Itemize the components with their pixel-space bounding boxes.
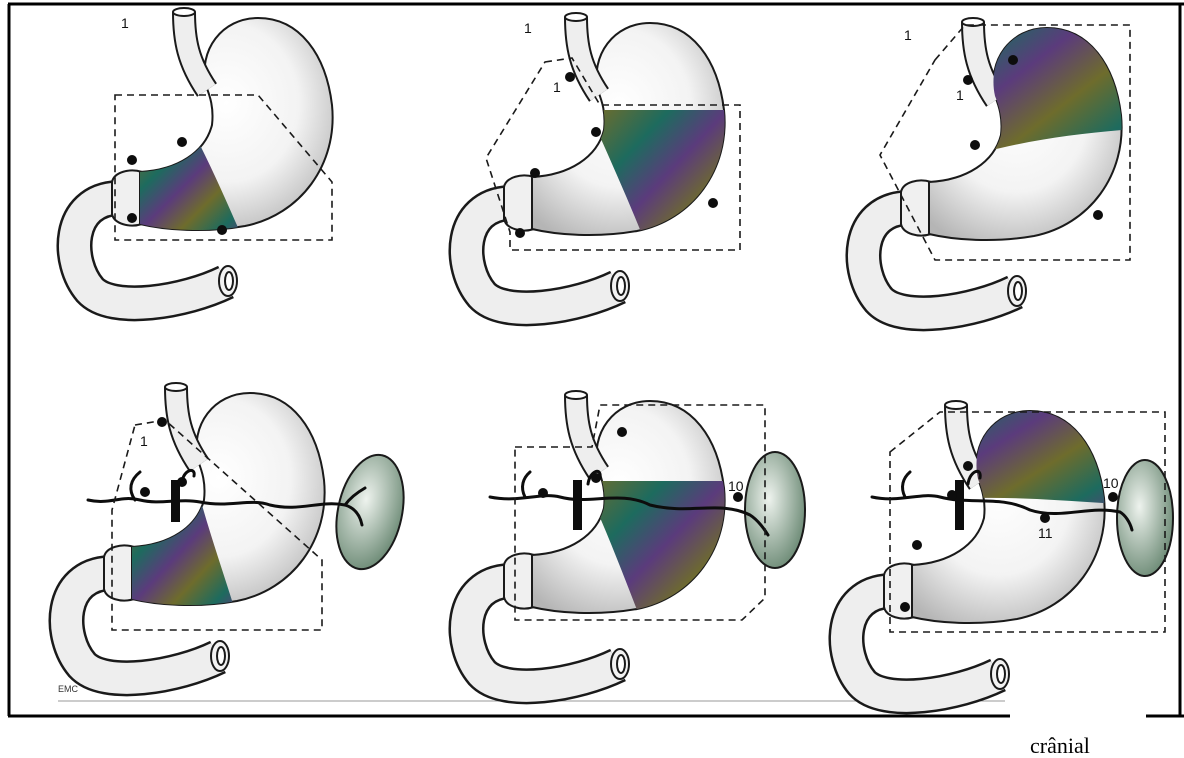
panel-2-organs [467, 13, 742, 308]
lymph-node-dot [127, 155, 137, 165]
lymph-node-dot [538, 488, 548, 498]
lymph-node-dot [127, 213, 137, 223]
panel-3-organs [864, 0, 1149, 313]
lymph-node-dot [140, 487, 150, 497]
lymph-node-dot [900, 602, 910, 612]
lymph-node-dot [515, 228, 525, 238]
celiac-trunk [955, 480, 964, 530]
lymph-node-dot [177, 137, 187, 147]
lymph-node-dot [1108, 492, 1118, 502]
panel-6: 10 11 [847, 373, 1173, 696]
node-station-label: 10 [1103, 475, 1119, 491]
vessel-branch [903, 472, 910, 497]
panel-4: 1 EMC [58, 383, 413, 694]
panel-1-organs [75, 8, 333, 303]
node-station-label: 1 [956, 87, 964, 103]
lymph-node-dot [947, 490, 957, 500]
lymph-node-dot [963, 75, 973, 85]
node-station-label: 1 [524, 20, 532, 36]
panel-5-organs [467, 391, 742, 686]
lymph-node-dot [617, 427, 627, 437]
celiac-trunk [171, 480, 180, 522]
celiac-trunk [573, 480, 582, 530]
lymph-node-dot [912, 540, 922, 550]
lymph-node-dot [1040, 513, 1050, 523]
publisher-credit: EMC [58, 684, 79, 694]
lymph-node-dot [1008, 55, 1018, 65]
node-station-label: 1 [553, 79, 561, 95]
spleen [327, 449, 414, 576]
lymph-node-dot [591, 473, 601, 483]
panel-2: 1 1 [467, 13, 742, 308]
lymph-node-dot [970, 140, 980, 150]
lymph-node-dot [1093, 210, 1103, 220]
orientation-caption: crânial [1030, 733, 1090, 758]
lymph-node-dot [157, 417, 167, 427]
lymph-node-dot [565, 72, 575, 82]
lymph-node-dot [963, 461, 973, 471]
vessel-branch [131, 472, 140, 500]
panel-1: 1 [75, 8, 333, 303]
panel-3: 1 1 [864, 0, 1149, 313]
node-station-label: 1 [904, 27, 912, 43]
lymph-node-dot [530, 168, 540, 178]
lymph-node-dot [217, 225, 227, 235]
lymph-node-dot [177, 477, 187, 487]
lymph-node-dot [591, 127, 601, 137]
panel-5: 10 [467, 391, 805, 686]
node-station-label: 11 [1038, 525, 1053, 541]
panel-4-organs [67, 383, 325, 678]
node-station-label: 1 [140, 433, 148, 449]
vessel-branch [523, 472, 530, 497]
node-station-label: 10 [728, 478, 744, 494]
spleen [745, 452, 805, 568]
lymph-node-dot [708, 198, 718, 208]
node-station-label: 1 [121, 15, 129, 31]
